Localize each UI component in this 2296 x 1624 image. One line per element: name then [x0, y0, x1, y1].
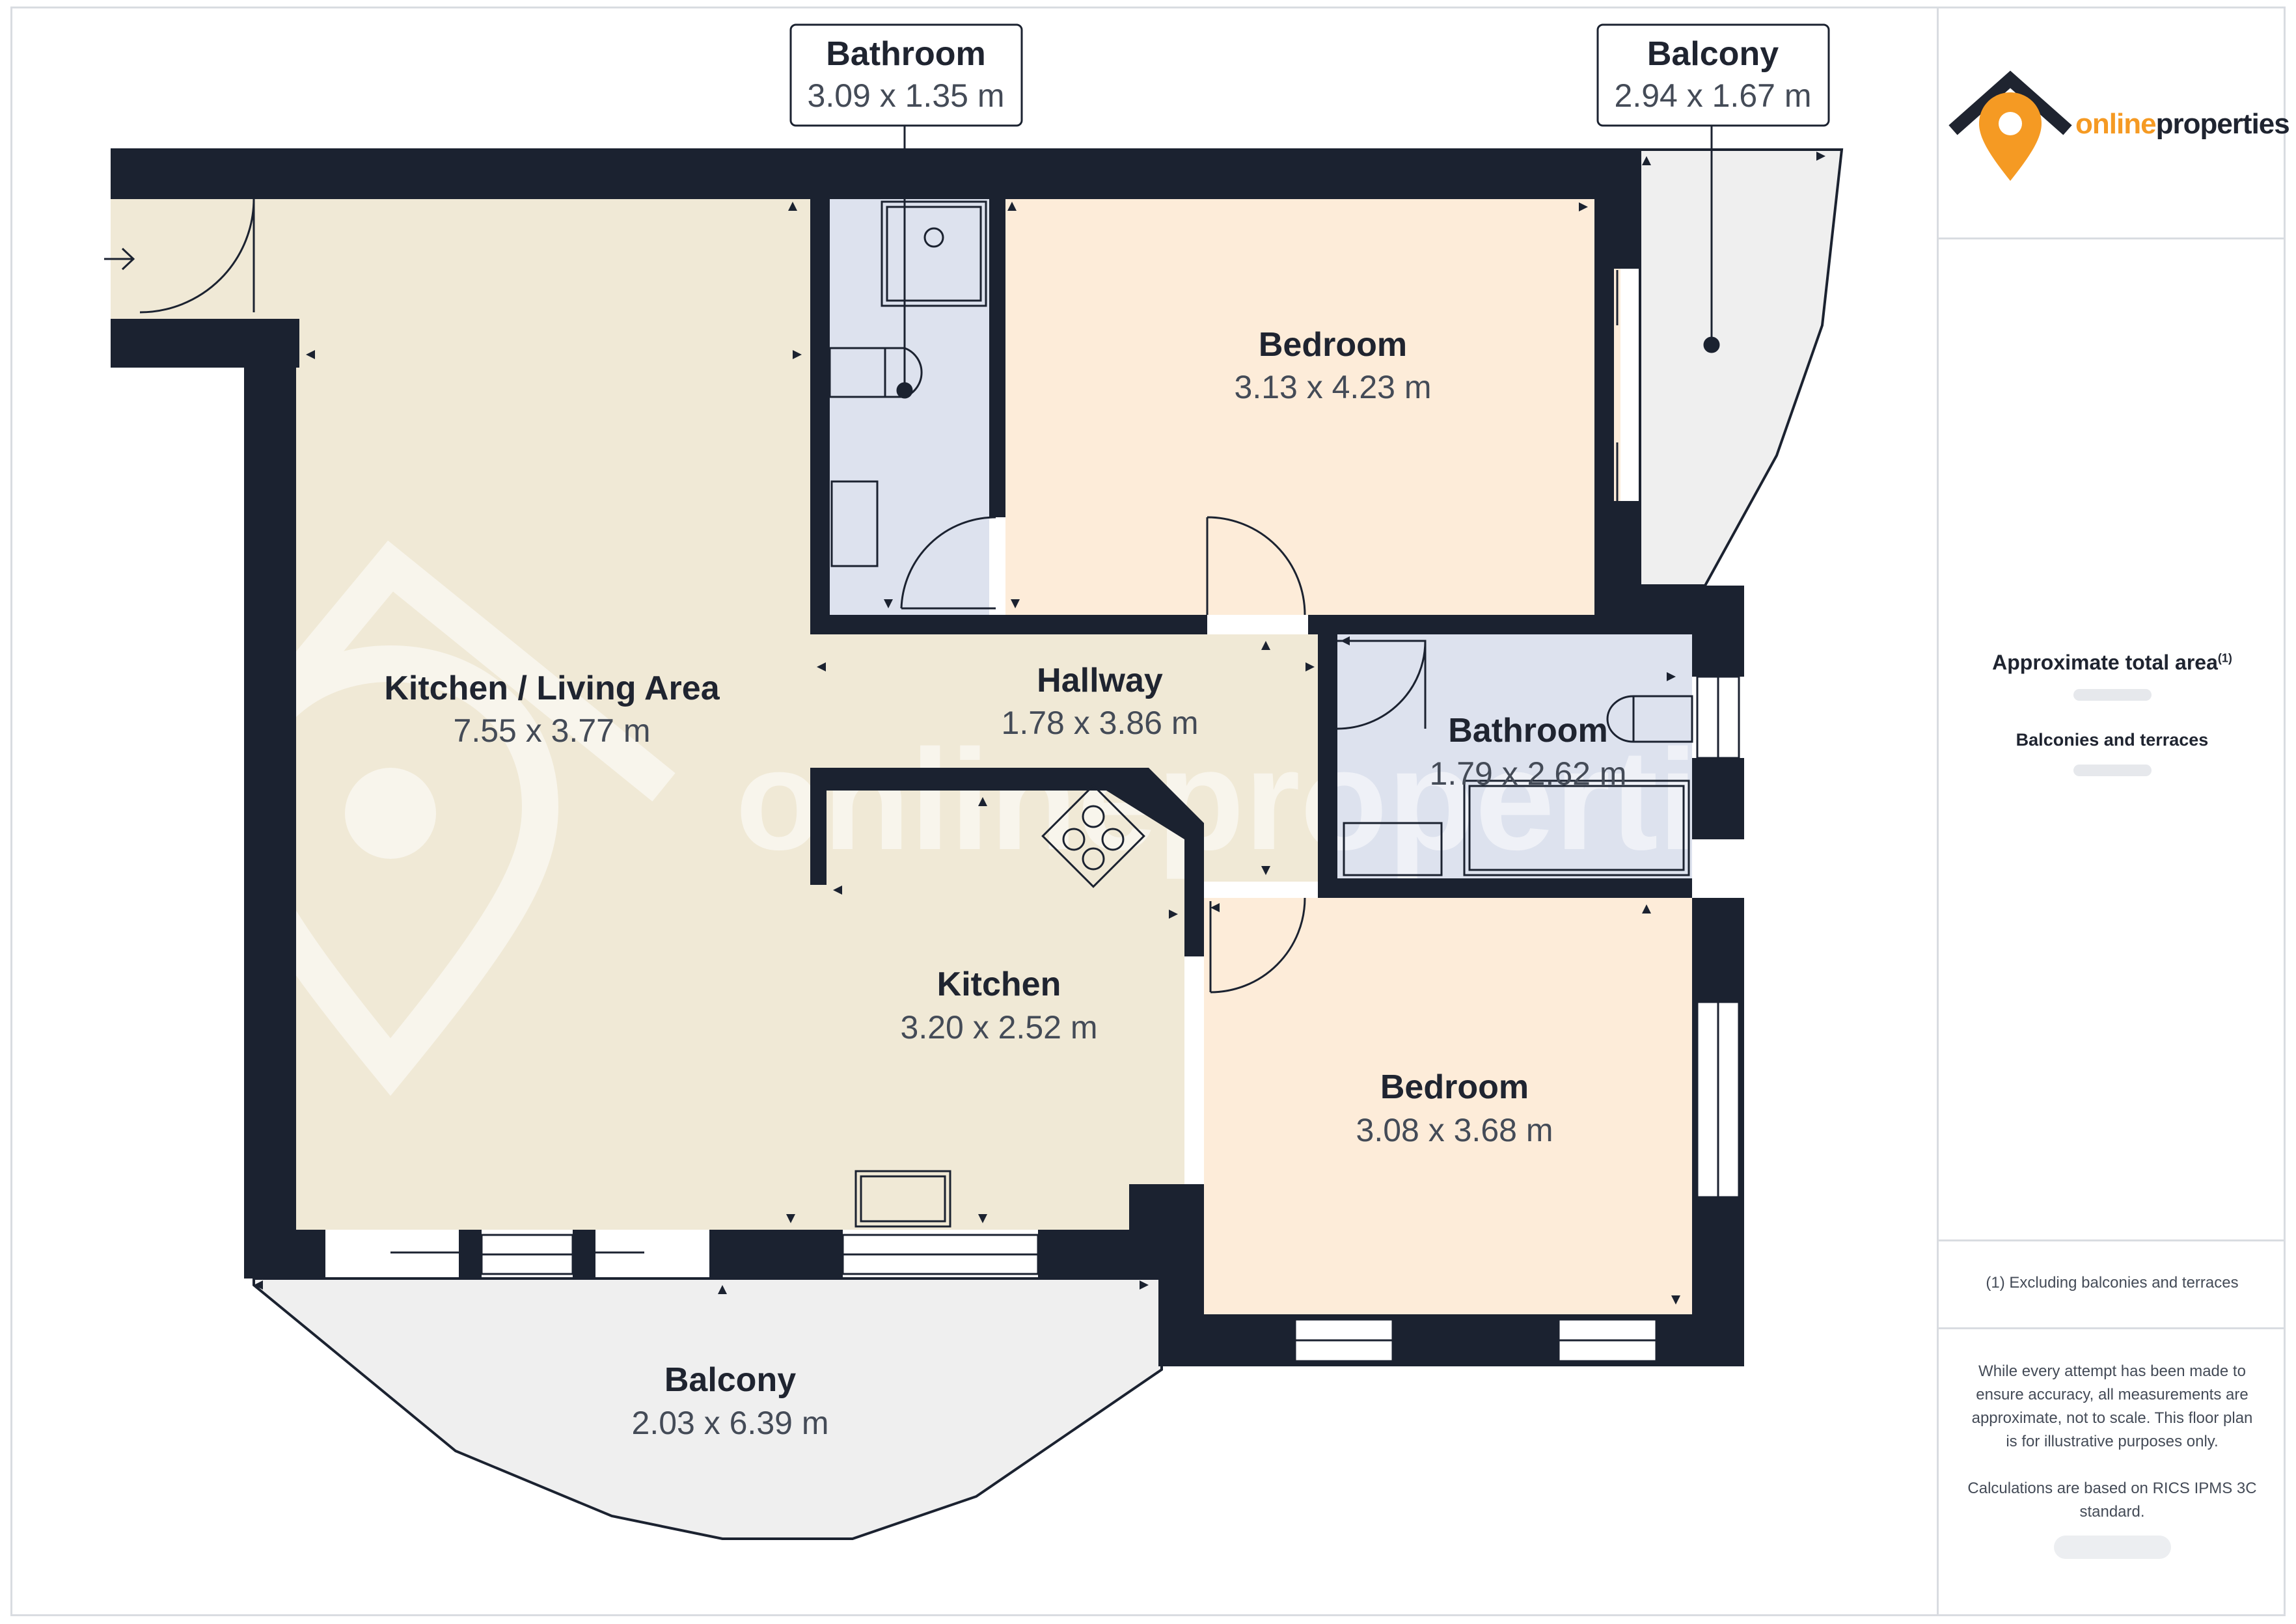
- callout-balcony-name: Balcony: [1647, 35, 1779, 73]
- wall-bath-top-left: [810, 198, 830, 634]
- sidebar-divider-1: [1939, 237, 2286, 239]
- floor-areas: [111, 148, 1844, 1540]
- doors: [104, 198, 1427, 994]
- sidebar: onlineproperties Approximate total area(…: [1937, 7, 2290, 1616]
- disclaimer: While every attempt has been made to ens…: [1939, 1360, 2286, 1566]
- toilet-inner-fixture: [1606, 695, 1693, 743]
- area-title: Approximate total area(1): [1939, 651, 2286, 675]
- signature-redacted: [2053, 1536, 2171, 1559]
- callout-balcony-dot: [1703, 336, 1720, 353]
- kitchen-name: Kitchen: [937, 966, 1061, 1003]
- bathroom-inner-name: Bathroom: [1448, 712, 1608, 750]
- sidebar-divider-3: [1939, 1327, 2286, 1329]
- bedroom2-name: Bedroom: [1380, 1068, 1529, 1106]
- brand-name-part2: properties: [2155, 108, 2290, 140]
- bathroom-inner-dims: 1.79 x 2.62 m: [1430, 755, 1627, 792]
- door-entrance: [139, 198, 255, 314]
- door-bedroom1: [1206, 516, 1306, 616]
- balconies-value-redacted: [2073, 765, 2152, 776]
- bedroom1-name: Bedroom: [1259, 326, 1407, 364]
- wall-left: [244, 319, 296, 1279]
- callout-bathroom: Bathroom 3.09 x 1.35 m: [789, 23, 1023, 127]
- hallway-dims: 1.78 x 3.86 m: [1002, 705, 1199, 741]
- wall-kitchen-top-stub: [810, 768, 827, 885]
- living-floor: [296, 198, 1337, 1230]
- area-section: Approximate total area(1) Balconies and …: [1939, 651, 2286, 779]
- callout-leaders: [896, 126, 1720, 399]
- house-pin-icon: [1948, 70, 2072, 181]
- wall-bottom-living-b: [573, 1230, 595, 1279]
- callout-bathroom-name: Bathroom: [826, 35, 986, 73]
- area-title-text: Approximate total area: [1992, 651, 2218, 674]
- brand-wordmark: onlineproperties: [2075, 108, 2290, 141]
- balcony-bottom-dims: 2.03 x 6.39 m: [632, 1405, 829, 1441]
- kitchen-sink-fixture: [854, 1170, 951, 1228]
- wall-bottom-living-c: [709, 1230, 843, 1279]
- area-note-marker: (1): [2217, 651, 2232, 665]
- wall-bed2-top: [1318, 878, 1692, 898]
- door-bathroom-top: [900, 516, 996, 610]
- wall-top: [111, 148, 1640, 199]
- bedroom2-dims: 3.08 x 3.68 m: [1356, 1112, 1553, 1148]
- bedroom2-floor: [1204, 898, 1692, 1314]
- wall-bath-top-right: [989, 198, 1005, 517]
- wall-hall-top-b: [1308, 615, 1614, 634]
- bathroom-top-floor: [830, 198, 989, 615]
- wall-hall-left-bath: [1318, 634, 1337, 885]
- hallway-name: Hallway: [1037, 662, 1163, 699]
- door-bedroom2: [1209, 897, 1306, 994]
- stove-fixture: [1041, 784, 1145, 888]
- callout-bathroom-dims: 3.09 x 1.35 m: [808, 77, 1005, 114]
- door-entrance-arrow-icon: [104, 247, 135, 271]
- sink-top-fixture: [830, 480, 879, 567]
- balcony-top-floor: [1639, 148, 1844, 587]
- callout-balcony: Balcony 2.94 x 1.67 m: [1596, 23, 1830, 127]
- wall-kitchen-top: [810, 768, 1149, 791]
- brand-name-part1: online: [2075, 108, 2157, 140]
- wall-right-mid: [1692, 758, 1744, 839]
- door-bathroom-inner: [1337, 640, 1427, 730]
- plan-frame: [10, 7, 2286, 1616]
- wall-left-bottom: [244, 1230, 325, 1279]
- dimension-ticks: [254, 152, 1825, 1305]
- window-lines: [390, 270, 1719, 1342]
- bathroom-inner-floor: [1337, 634, 1692, 878]
- sink-inner-fixture: [1343, 822, 1443, 876]
- walls: [111, 148, 1744, 1366]
- entrance-floor: [111, 198, 299, 319]
- bathtub-fixture: [1463, 779, 1690, 876]
- area-value-redacted: [2073, 689, 2152, 701]
- bedroom1-dims: 3.13 x 4.23 m: [1235, 369, 1432, 405]
- fixtures: [828, 200, 1693, 1228]
- bedroom1-floor: [1005, 198, 1620, 615]
- watermark: onlinepropertie: [220, 540, 1777, 1096]
- room-labels: Kitchen / Living Area 7.55 x 3.77 m Hall…: [384, 326, 1626, 1441]
- area-footnote: (1) Excluding balconies and terraces: [1986, 1274, 2239, 1292]
- kitchen-dims: 3.20 x 2.52 m: [901, 1009, 1098, 1046]
- wall-bottom-living-a: [459, 1230, 482, 1279]
- callout-balcony-dims: 2.94 x 1.67 m: [1615, 77, 1812, 114]
- stove-burner-icon: [1082, 805, 1105, 828]
- wall-corner-right: [1594, 586, 1744, 634]
- wall-bed1-right: [1594, 198, 1614, 615]
- shower-fixture: [881, 200, 987, 307]
- watermark-pin-hole: [345, 768, 436, 859]
- brand-logo: onlineproperties: [1945, 65, 2290, 189]
- callout-bathroom-dot: [896, 382, 913, 399]
- wall-hall-top-a: [810, 615, 1207, 634]
- shower-drain-icon: [923, 227, 944, 248]
- wall-kitchen-diagonal: [1106, 768, 1204, 882]
- living-name: Kitchen / Living Area: [384, 670, 720, 707]
- wall-hall-bottom: [1184, 882, 1204, 956]
- watermark-text: onlinepropertie: [735, 720, 1777, 880]
- disclaimer-accuracy: While every attempt has been made to ens…: [1971, 1362, 2253, 1450]
- living-dims: 7.55 x 3.77 m: [454, 712, 651, 749]
- sidebar-divider-2: [1939, 1239, 2286, 1241]
- balcony-bottom-name: Balcony: [664, 1361, 796, 1399]
- disclaimer-standard: Calculations are based on RICS IPMS 3C s…: [1967, 1480, 2257, 1521]
- balconies-title: Balconies and terraces: [2016, 730, 2209, 750]
